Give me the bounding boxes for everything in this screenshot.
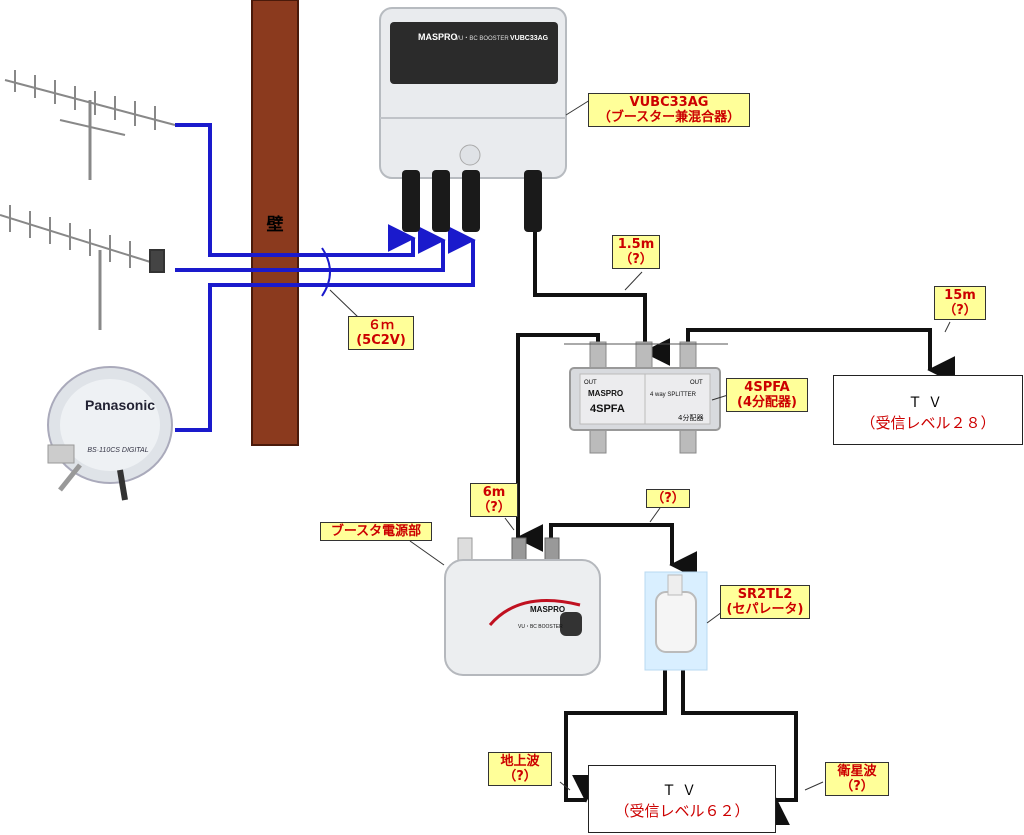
splitter-out-right: OUT xyxy=(690,380,703,386)
cable-1-5m-type: （?） xyxy=(619,252,653,267)
power-unit-callout-text: ブースタ電源部 xyxy=(330,524,422,539)
cable-6m-length: ６ｍ xyxy=(367,318,394,333)
cable-1-5m-callout: 1.5m （?） xyxy=(612,235,660,269)
satellite-callout: 衛星波 （?） xyxy=(825,762,889,796)
callout-leader-booster xyxy=(565,99,591,116)
satellite-dish-icon xyxy=(47,366,173,501)
separator-callout: SR2TL2 (セパレータ) xyxy=(720,585,810,619)
splitter-subtitle: 4 way SPLITTER xyxy=(650,392,697,398)
wall-label: 壁 xyxy=(267,214,284,235)
booster-callout-model: VUBC33AG xyxy=(629,95,709,110)
callout-leader-splitter xyxy=(711,394,729,401)
splitter-callout: 4SPFA (4分配器) xyxy=(726,378,808,412)
cable-15m-type: （?） xyxy=(943,303,977,318)
cable-6m-type: (5C2V) xyxy=(356,333,406,348)
cable-bundle-bracket xyxy=(321,247,331,297)
tv-box-1: ＴＶ （受信レベル２８） xyxy=(833,375,1023,445)
callout-leader-1-5m xyxy=(624,271,643,291)
booster-subtitle: VU・BC BOOSTER xyxy=(455,36,509,42)
splitter-model: 4SPFA xyxy=(590,403,625,415)
wall xyxy=(251,0,299,446)
splitter-callout-model: 4SPFA xyxy=(744,380,790,395)
cable-6m-callout: ６ｍ (5C2V) xyxy=(348,316,414,350)
cable-15m-length: 15m xyxy=(944,288,976,303)
power-unit-callout: ブースタ電源部 xyxy=(320,522,432,541)
satellite-label: 衛星波 xyxy=(837,764,877,779)
cable-6m-b-callout: 6m （?） xyxy=(470,483,518,517)
splitter-callout-desc: (4分配器) xyxy=(737,395,797,410)
callout-leader-15m xyxy=(944,321,951,333)
dish-brand: Panasonic xyxy=(85,397,155,413)
separator-unit xyxy=(644,571,708,671)
callout-leader-separator xyxy=(706,611,723,624)
tv1-level: （受信レベル２８） xyxy=(860,414,996,432)
booster-brand: MASPRO xyxy=(418,32,458,42)
booster-callout-desc: （ブースター兼混合器） xyxy=(597,110,741,125)
coax-cables xyxy=(515,232,956,826)
cable-1-5m-length: 1.5m xyxy=(617,237,655,252)
power-unit-brand: MASPRO xyxy=(530,605,565,614)
separator-callout-model: SR2TL2 xyxy=(737,587,793,602)
cable-15m-callout: 15m （?） xyxy=(934,286,986,320)
callout-leader-satellite xyxy=(804,781,824,791)
tv2-title: ＴＶ xyxy=(662,783,702,799)
cable-6m-b-length: 6m xyxy=(482,485,506,500)
terrestrial-callout: 地上波 （?） xyxy=(488,752,552,786)
antenna-cables xyxy=(175,123,476,432)
tv-box-2: ＴＶ （受信レベル６２） xyxy=(588,765,776,833)
satellite-value: （?） xyxy=(840,779,874,794)
splitter-count-label: 4分配器 xyxy=(678,413,703,422)
uhf-antenna-icon xyxy=(4,70,176,180)
yagi-antenna-icon xyxy=(0,205,165,330)
callout-leader-power xyxy=(409,540,445,566)
callout-leader-6m xyxy=(329,289,359,318)
cable-6m-b-type: （?） xyxy=(477,500,511,515)
splitter-unit xyxy=(564,341,728,454)
splitter-out-left: OUT xyxy=(584,380,597,386)
power-unit-label: VU・BC BOOSTER xyxy=(518,624,563,630)
booster-power-unit xyxy=(444,537,601,676)
splitter-brand: MASPRO xyxy=(588,389,623,398)
separator-callout-desc: (セパレータ) xyxy=(726,602,804,617)
booster-model: VUBC33AG xyxy=(510,35,549,42)
tv2-level: （受信レベル６２） xyxy=(614,802,750,820)
booster-unit xyxy=(379,7,567,232)
callout-leader-6m-b xyxy=(504,517,515,531)
booster-callout: VUBC33AG （ブースター兼混合器） xyxy=(588,93,750,127)
tv1-title: ＴＶ xyxy=(908,395,948,411)
callout-leader-q xyxy=(649,507,661,523)
callout-leader-terrestrial xyxy=(559,781,571,791)
cable-q-callout: （?） xyxy=(646,489,690,508)
terrestrial-label: 地上波 xyxy=(500,754,540,769)
dish-text: BS·110CS DIGITAL xyxy=(87,447,148,454)
terrestrial-value: （?） xyxy=(503,769,537,784)
cable-q-length: （?） xyxy=(651,491,685,506)
